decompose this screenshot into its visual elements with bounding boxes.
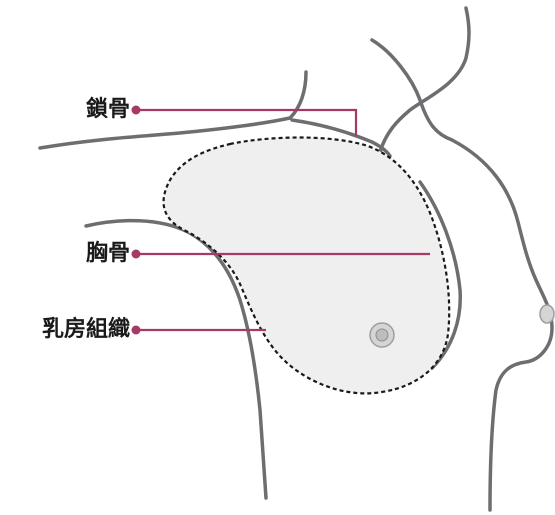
pointer-dot-sternum bbox=[132, 250, 141, 259]
label-sternum: 胸骨 bbox=[86, 241, 130, 267]
breast-tissue-region bbox=[164, 138, 450, 394]
pointer-dot-clavicle bbox=[132, 106, 141, 115]
label-breast-tissue: 乳房組織 bbox=[42, 317, 130, 343]
side-nipple-icon bbox=[540, 305, 554, 323]
pointer-line-clavicle bbox=[136, 110, 356, 136]
nipple-icon bbox=[370, 323, 394, 347]
torso-right-line bbox=[452, 140, 552, 510]
pointer-dot-breast-tissue bbox=[132, 326, 141, 335]
label-clavicle: 鎖骨 bbox=[86, 97, 130, 123]
shoulder-curve bbox=[380, 8, 469, 152]
